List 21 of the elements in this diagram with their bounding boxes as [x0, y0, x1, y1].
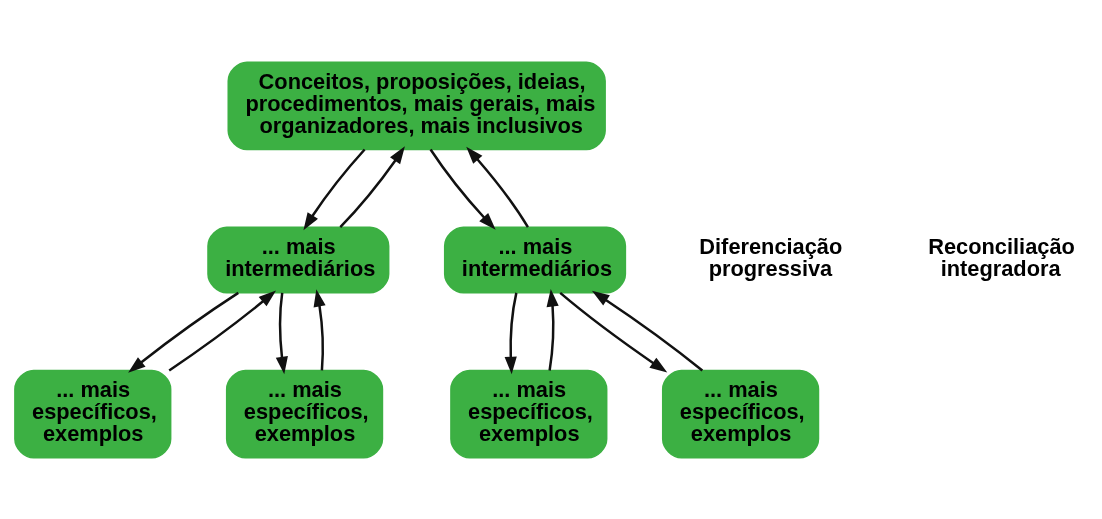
arrow [466, 146, 529, 228]
node-box: ... mais específicos, exemplos [14, 369, 172, 459]
arrow [303, 148, 366, 230]
node-box: ... mais intermediários [207, 226, 390, 293]
arrow [429, 148, 496, 230]
arrow [546, 288, 559, 371]
label: Diferenciação progressiva [699, 233, 843, 281]
node-box: ... mais específicos, exemplos [225, 369, 384, 459]
node-box: ... mais intermediários [443, 226, 627, 293]
node-box: ... mais específicos, exemplos [661, 369, 820, 459]
arrow [559, 291, 668, 373]
arrow [275, 292, 288, 374]
arrow [591, 290, 704, 371]
label: Reconciliação integradora [928, 233, 1075, 281]
arrow [168, 289, 277, 371]
arrow [504, 292, 518, 374]
node-box: Conceitos, proposições, ideias, procedimentos, mais gerais, mais organizadores, mais inclusivos [227, 60, 606, 150]
arrow [313, 288, 326, 371]
arrow [339, 145, 405, 228]
arrow [128, 291, 239, 373]
node-box: ... mais específicos, exemplos [450, 369, 608, 459]
